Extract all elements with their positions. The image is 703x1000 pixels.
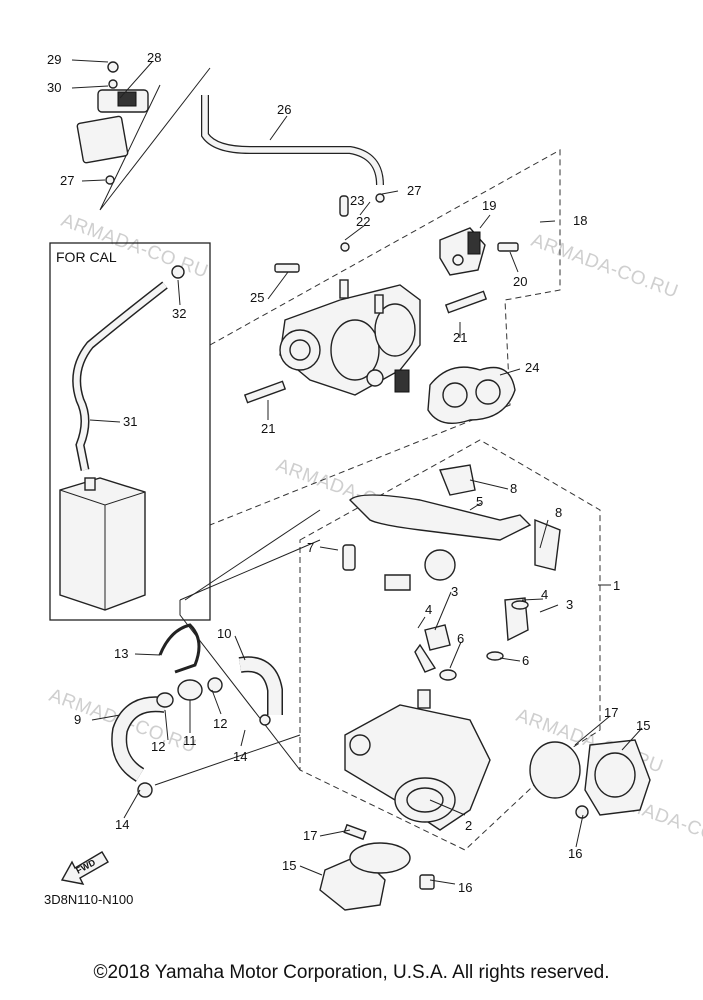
- callout-label: 3: [566, 597, 573, 612]
- sensor-guide-lines: [99, 67, 211, 211]
- for-cal-label: FOR CAL: [56, 249, 117, 265]
- callout-label: 30: [47, 80, 61, 95]
- callout-label: 10: [217, 626, 231, 641]
- gasket-hole: [442, 382, 468, 408]
- callout-label: 14: [115, 817, 129, 832]
- callout-label: 11: [183, 733, 197, 748]
- callout-label: 15: [636, 718, 650, 733]
- callout-label: 17: [303, 828, 317, 843]
- callout-label: 6: [522, 653, 529, 668]
- clamp-32: [171, 265, 185, 279]
- hose-26-inner: [202, 95, 383, 186]
- joint-15-bottom: [319, 823, 435, 911]
- callout-label: 23: [350, 193, 364, 208]
- callout-label: 8: [555, 505, 562, 520]
- callout-label: 12: [151, 739, 165, 754]
- watermark: ARMADA-CO.RU: [528, 230, 681, 303]
- callout-label: 16: [568, 846, 582, 861]
- injectors: [414, 597, 529, 681]
- joint-15-right: [529, 739, 651, 819]
- watermark: ARMADA-CO.RU: [58, 210, 211, 283]
- callout-label: 8: [510, 481, 517, 496]
- callout-label: 9: [74, 712, 81, 727]
- callout-label: 29: [47, 52, 61, 67]
- sensor-19: [439, 227, 486, 276]
- callout-label: 14: [233, 749, 247, 764]
- callout-label: 7: [307, 540, 314, 555]
- callout-label: 25: [250, 290, 264, 305]
- fasteners-top: [243, 193, 519, 404]
- gasket-24: [427, 366, 516, 424]
- callout-label: 26: [277, 102, 291, 117]
- callout-label: 12: [213, 716, 227, 731]
- callout-label: 19: [482, 198, 496, 213]
- callout-label: 21: [261, 421, 275, 436]
- sensor-28: [76, 61, 149, 185]
- fwd-arrow: FWD: [60, 851, 109, 885]
- callout-label: 1: [613, 578, 620, 593]
- hose-26: [201, 95, 384, 186]
- for-cal-inset: [49, 242, 211, 621]
- diagram-canvas: ARMADA-CO.RU ARMADA-CO.RU ARMADA-CO.RU A…: [44, 50, 703, 911]
- callout-label: 31: [123, 414, 137, 429]
- copyright-footer: ©2018 Yamaha Motor Corporation, U.S.A. A…: [93, 962, 610, 983]
- callout-label: 15: [282, 858, 296, 873]
- callout-label: 5: [476, 494, 483, 509]
- hose-31: [72, 281, 168, 471]
- callout-label: 24: [525, 360, 539, 375]
- callout-label: 4: [425, 602, 432, 617]
- hoses-lower-left: [111, 623, 283, 798]
- diagram-code: 3D8N110-N100: [44, 892, 133, 907]
- callout-label: 22: [356, 214, 370, 229]
- callout-label: 17: [604, 705, 618, 720]
- callout-label: 27: [407, 183, 421, 198]
- callout-label: 28: [147, 50, 161, 65]
- intake-joint: [342, 464, 561, 591]
- callout-label: 32: [172, 306, 186, 321]
- callout-label: 18: [573, 213, 587, 228]
- gasket-hole: [475, 379, 501, 405]
- callout-label: 21: [453, 330, 467, 345]
- throttle-body: [279, 279, 421, 396]
- canister: [59, 477, 146, 611]
- callout-label: 27: [60, 173, 74, 188]
- callout-label: 20: [513, 274, 527, 289]
- boundary-line: [184, 509, 321, 601]
- hose-31-inner: [73, 282, 167, 471]
- callout-label: 3: [451, 584, 458, 599]
- callout-label: 2: [465, 818, 472, 833]
- callout-label: 16: [458, 880, 472, 895]
- callout-label: 6: [457, 631, 464, 646]
- callout-label: 4: [541, 587, 548, 602]
- callout-label: 13: [114, 646, 128, 661]
- callouts: 29 28 30 27 26 23 27 22 19 18 20 25 32 2…: [47, 50, 650, 895]
- intake-body-2: [344, 689, 491, 831]
